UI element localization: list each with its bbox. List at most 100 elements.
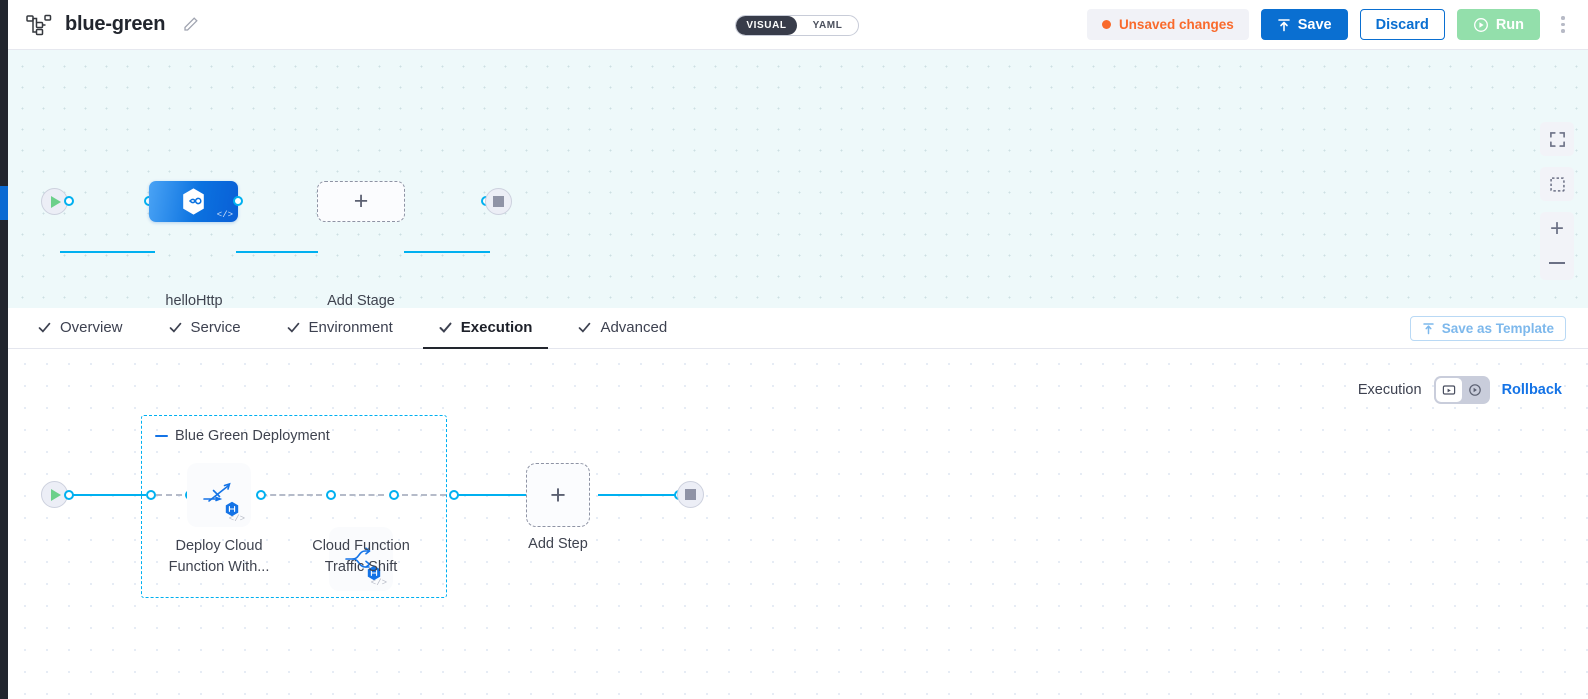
edge-stage-to-add bbox=[236, 251, 318, 253]
rollback-mode-icon[interactable] bbox=[1462, 378, 1488, 402]
save-as-template-button[interactable]: Save as Template bbox=[1409, 316, 1566, 341]
code-badge-icon: </> bbox=[228, 514, 245, 524]
port-step2-out[interactable] bbox=[389, 490, 399, 500]
discard-button[interactable]: Discard bbox=[1359, 9, 1445, 40]
port-step2-in[interactable] bbox=[326, 490, 336, 500]
stage-group-box[interactable] bbox=[141, 415, 447, 598]
code-badge-icon: </> bbox=[370, 578, 387, 588]
play-start-icon bbox=[51, 488, 61, 501]
edge-start-to-stage bbox=[60, 251, 155, 253]
pencil-icon[interactable] bbox=[178, 16, 199, 33]
stop-end-icon bbox=[493, 196, 504, 207]
view-mode-toggle[interactable]: VISUAL YAML bbox=[735, 15, 859, 36]
port-group-out[interactable] bbox=[449, 490, 459, 500]
tab-environment[interactable]: Environment bbox=[271, 308, 409, 349]
zoom-in-icon[interactable]: + bbox=[1549, 215, 1564, 242]
left-nav-rail-active-marker bbox=[0, 186, 8, 220]
port-start-out[interactable] bbox=[64, 196, 74, 206]
app-header: blue-green VISUAL YAML Unsaved changes bbox=[8, 0, 1588, 50]
add-step-caption: Add Step bbox=[528, 536, 588, 552]
fit-screen-icon[interactable] bbox=[1540, 122, 1574, 156]
save-as-template-label: Save as Template bbox=[1441, 321, 1554, 336]
add-stage-button[interactable]: + bbox=[317, 181, 405, 222]
select-area-icon[interactable] bbox=[1540, 167, 1574, 201]
tab-execution[interactable]: Execution bbox=[422, 308, 549, 349]
traffic-shift-icon bbox=[343, 544, 379, 574]
graph-end-node[interactable] bbox=[485, 188, 512, 215]
edge-dash-group-out bbox=[402, 494, 446, 496]
pipeline-icon bbox=[26, 14, 52, 36]
execution-mode-toggle[interactable] bbox=[1433, 376, 1490, 404]
view-mode-visual[interactable]: VISUAL bbox=[736, 16, 797, 35]
zoom-out-icon[interactable] bbox=[1540, 246, 1574, 280]
pipeline-tabs: Overview Service Environment Execution A… bbox=[8, 308, 1588, 349]
unsaved-changes-badge: Unsaved changes bbox=[1086, 9, 1249, 40]
rollback-link[interactable]: Rollback bbox=[1501, 382, 1562, 398]
plus-icon: + bbox=[550, 479, 566, 510]
collapse-dash-icon[interactable] bbox=[155, 434, 168, 438]
tab-execution-label: Execution bbox=[460, 318, 533, 336]
stage-group-label-text: Blue Green Deployment bbox=[175, 428, 330, 444]
edge-group-to-add-step bbox=[454, 494, 533, 496]
header-left-group: blue-green bbox=[8, 13, 199, 36]
port-group-in[interactable] bbox=[146, 490, 156, 500]
add-stage-caption: Add Stage bbox=[327, 293, 395, 308]
save-button-label: Save bbox=[1297, 16, 1332, 33]
execution-mode-icon[interactable] bbox=[1435, 378, 1462, 402]
code-badge-icon: </> bbox=[216, 210, 233, 220]
play-start-icon bbox=[51, 195, 61, 208]
discard-button-label: Discard bbox=[1375, 16, 1429, 33]
execution-label: Execution bbox=[1357, 382, 1422, 398]
edge-dash-step1-to-step2 bbox=[261, 494, 322, 496]
run-button[interactable]: Run bbox=[1456, 9, 1540, 40]
execution-graph-canvas[interactable]: Execution Rollback bbox=[8, 349, 1588, 699]
unsaved-dot-icon bbox=[1101, 20, 1111, 29]
header-actions: Unsaved changes Save Discard bbox=[1086, 0, 1588, 49]
plus-icon: + bbox=[353, 187, 369, 215]
save-button[interactable]: Save bbox=[1260, 9, 1348, 40]
hexagon-badge-icon bbox=[224, 501, 240, 517]
stage-node-caption: helloHttp bbox=[165, 293, 223, 308]
port-exec-start-out[interactable] bbox=[64, 490, 74, 500]
exec-end-node[interactable] bbox=[677, 481, 704, 508]
step-node-caption: Cloud Function Traffic Shift bbox=[312, 538, 410, 575]
tab-overview-label: Overview bbox=[60, 318, 123, 336]
execution-mode-row: Execution Rollback bbox=[1358, 376, 1562, 404]
graph-start-node[interactable] bbox=[41, 188, 68, 215]
left-nav-rail bbox=[0, 0, 8, 699]
canvas-controls: + bbox=[1540, 122, 1574, 280]
zoom-controls: + bbox=[1540, 212, 1574, 280]
stop-end-icon bbox=[685, 489, 696, 500]
run-button-label: Run bbox=[1495, 16, 1524, 33]
tab-service[interactable]: Service bbox=[153, 308, 257, 349]
deploy-function-icon bbox=[201, 480, 237, 510]
port-stage-out[interactable] bbox=[233, 196, 243, 206]
hexagon-link-icon bbox=[180, 187, 207, 217]
edge-dash-into-step2 bbox=[340, 494, 384, 496]
stage-group-label[interactable]: Blue Green Deployment bbox=[155, 428, 330, 444]
step-node-cloud-function-traffic-shift[interactable]: </> bbox=[329, 527, 393, 591]
tab-service-label: Service bbox=[190, 318, 241, 336]
edge-start-to-group bbox=[60, 494, 146, 496]
unsaved-changes-label: Unsaved changes bbox=[1118, 17, 1234, 32]
page-title: blue-green bbox=[65, 13, 166, 35]
add-step-button[interactable]: + bbox=[526, 463, 590, 527]
view-mode-yaml[interactable]: YAML bbox=[812, 20, 843, 31]
edge-add-step-to-end bbox=[598, 494, 681, 496]
play-circle-icon bbox=[1473, 17, 1489, 33]
step-node-deploy-cloud-function[interactable]: </> bbox=[187, 463, 251, 527]
template-upload-icon bbox=[1422, 322, 1435, 335]
stage-node-hellohttp[interactable]: </> bbox=[149, 181, 238, 222]
edge-dash-group-in bbox=[156, 494, 182, 496]
port-step1-out[interactable] bbox=[256, 490, 266, 500]
kebab-menu-icon[interactable] bbox=[1552, 10, 1574, 40]
tab-advanced[interactable]: Advanced bbox=[562, 308, 683, 349]
tab-environment-label: Environment bbox=[308, 318, 393, 336]
upload-icon bbox=[1277, 18, 1291, 32]
stage-graph-canvas[interactable]: </> helloHttp + Add Stage bbox=[8, 50, 1588, 308]
step-node-caption: Deploy Cloud Function With... bbox=[168, 538, 270, 575]
hexagon-badge-icon bbox=[366, 565, 382, 581]
tab-overview[interactable]: Overview bbox=[22, 308, 139, 349]
tab-advanced-label: Advanced bbox=[600, 318, 668, 336]
